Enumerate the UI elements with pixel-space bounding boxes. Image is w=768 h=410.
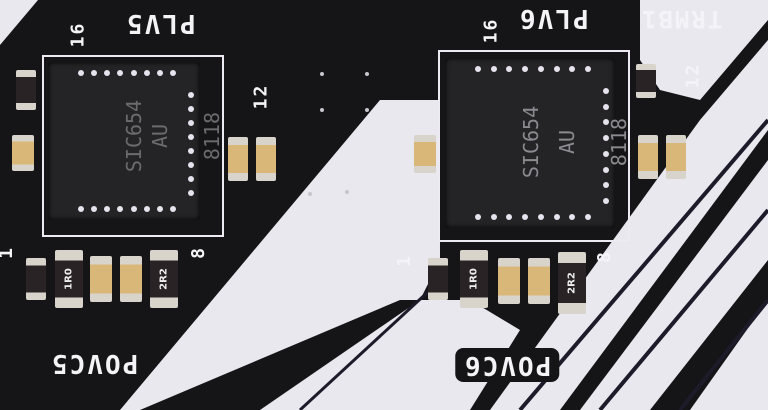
capacitor [528,258,550,304]
chip-pad [475,214,481,220]
via [320,108,324,112]
chip-pad [188,190,194,196]
chip-pad [91,206,98,212]
chip-pad [78,70,84,76]
chip-pad [143,206,150,212]
chip-pad [603,88,609,94]
power-stage-chip-right: SIC654 AU 8118 [445,58,631,228]
board-label-trmb1: TRMB1 [640,5,723,33]
chip-pad [506,66,513,72]
chip-pad [569,214,576,220]
chip-pad [603,103,609,110]
resistor-value: 1R0 [468,268,480,290]
chip-pad [603,150,609,157]
via [365,72,369,76]
pin-label-12: 12 [250,83,272,110]
chip-pad [585,214,591,220]
resistor-1r0-right: 1R0 [460,250,488,308]
chip-pad [522,66,529,72]
pin-label-1: 1 [0,246,17,259]
chip-part-number: SIC654 [519,105,544,179]
chip-pad [475,66,481,72]
pin-label-16: 16 [67,21,89,48]
resistor-2r2-right: 2R2 [558,252,586,314]
pin-label-8: 8 [187,246,209,259]
via [308,192,312,196]
chip-outline-right [438,50,630,242]
resistor-value: 2R2 [566,272,578,294]
chip-pad [117,70,124,76]
chip-outline-left [42,55,224,237]
chip-pad [603,119,609,126]
chip-pad [188,162,194,168]
chip-pad [130,206,137,212]
pin-label-8: 8 [593,250,615,263]
pin-label-12: 12 [682,62,704,89]
via [365,108,369,112]
chip-line2: AU [555,129,580,155]
capacitor [256,137,276,181]
chip-pad [603,135,609,142]
resistor-value: 1R0 [63,268,75,290]
capacitor [12,135,34,171]
resistor-value: 2R2 [158,268,170,290]
resistor [26,258,46,300]
capacitor [228,137,248,181]
chip-date-code: 8118 [607,117,632,167]
chip-pad [156,206,163,212]
chip-pad [117,206,124,212]
chip-part-number: SIC654 [122,99,147,173]
chip-pad [156,70,163,76]
pin-label-1: 1 [393,254,415,267]
chip-pad [569,66,576,72]
chip-pad [603,198,609,204]
chip-label-plv6: PLV6 [518,3,589,33]
chip-pad [188,134,194,140]
power-stage-chip-left: SIC654 AU 8118 [48,62,224,220]
chip-pad [188,92,194,98]
chip-pad [490,66,497,72]
chip-pad [143,70,150,76]
chip-pad [537,66,544,72]
chip-pad [585,66,591,72]
capacitor [90,256,112,302]
capacitor [498,258,520,304]
resistor-1r0-left: 1R0 [55,250,83,308]
chip-pad [170,70,176,76]
chip-label-plv5: PLV5 [125,8,196,38]
chip-pad [170,206,176,212]
chip-pad [603,166,609,173]
capacitor [120,256,142,302]
capacitor [638,135,658,179]
chip-pad [603,182,609,189]
resistor-2r2-left: 2R2 [150,250,178,308]
chip-pad [78,206,84,212]
chip-pad [188,148,194,154]
chip-pad [91,70,98,76]
chip-pad [506,214,513,220]
chip-pad [553,66,560,72]
capacitor [414,135,436,173]
chip-pad [188,106,194,112]
resistor [428,258,448,300]
resistor [636,64,656,98]
chip-pad [188,120,194,126]
chip-line2: AU [148,123,173,149]
chip-pad [104,206,111,212]
chip-pad [104,70,111,76]
output-label-povc5: POVC5 [50,348,139,378]
output-label-povc6: POVC6 [455,348,560,382]
chip-pad [188,176,194,182]
chip-pad [553,214,560,220]
chip-pad [130,70,137,76]
via [345,190,349,194]
via [320,72,324,76]
chip-pad [537,214,544,220]
capacitor [666,135,686,179]
pin-label-16: 16 [480,17,502,44]
chip-pad [490,214,497,220]
chip-pad [522,214,529,220]
resistor [16,70,36,110]
chip-date-code: 8118 [200,111,225,161]
